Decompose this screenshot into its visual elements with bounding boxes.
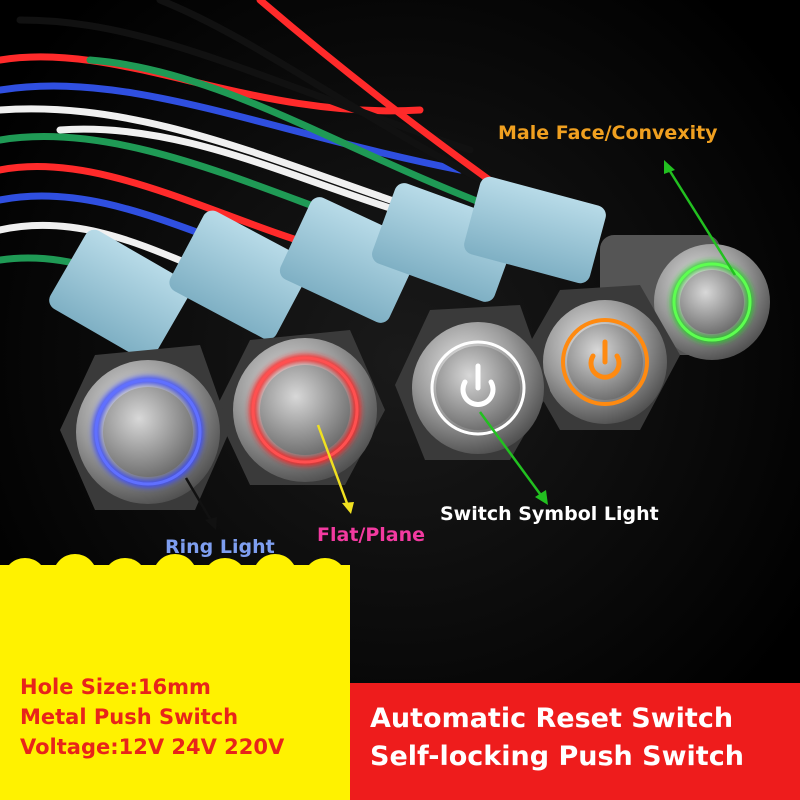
spec-hole-size: Hole Size:16mm [20, 675, 211, 699]
switch-type-panel [350, 683, 800, 800]
arrowhead-ring-light [205, 517, 217, 530]
arrowhead-flat-plane [342, 502, 354, 514]
callout-ring-light: Ring Light [165, 536, 275, 558]
spec-list: Hole Size:16mm Metal Push Switch Voltage… [20, 672, 284, 762]
arrowhead-male-face [664, 160, 675, 174]
arrow-ring-light [184, 477, 214, 523]
switch-type-list: Automatic Reset Switch Self-locking Push… [370, 700, 744, 776]
blue-ring-switch [60, 345, 230, 510]
arrow-male-face [666, 167, 737, 276]
spec-voltage: Voltage:12V 24V 220V [20, 735, 285, 759]
red-ring-switch [215, 330, 385, 485]
spec-panel [0, 565, 350, 800]
orange-symbol-switch [520, 285, 680, 430]
power-symbol-icon [460, 363, 496, 407]
callout-flat-plane: Flat/Plane [317, 524, 426, 546]
cable-sleeves [49, 176, 606, 361]
power-symbol-icon [588, 339, 622, 380]
type-automatic-reset: Automatic Reset Switch [370, 703, 734, 734]
callout-arrows [184, 160, 737, 530]
arrowhead-switch-symbol [535, 490, 548, 505]
type-self-locking: Self-locking Push Switch [370, 741, 744, 772]
white-symbol-switch [395, 305, 550, 460]
arrow-switch-symbol [478, 411, 545, 499]
arrow-flat-plane [316, 424, 350, 507]
spec-material: Metal Push Switch [20, 705, 239, 729]
callout-male-face: Male Face/Convexity [498, 122, 718, 144]
callout-switch-symbol-light: Switch Symbol Light [440, 503, 659, 525]
